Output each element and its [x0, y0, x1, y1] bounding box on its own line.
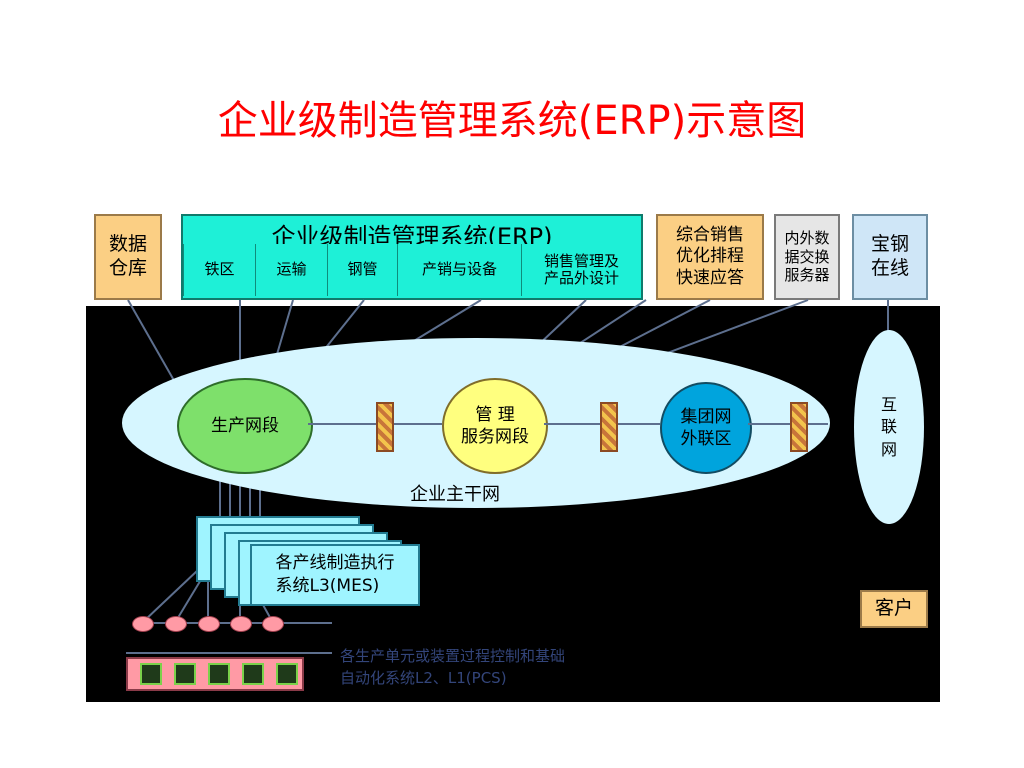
data-warehouse-box: 数据 仓库	[94, 214, 162, 300]
erp-item-steel-pipe: 钢管	[327, 244, 397, 296]
customer-box: 客户	[860, 590, 928, 628]
baosteel-online-box: 宝钢 在线	[852, 214, 928, 300]
erp-item-iron-zone: 铁区	[183, 244, 255, 296]
page-title: 企业级制造管理系统(ERP)示意图	[217, 98, 807, 144]
erp-item-production-equipment: 产销与设备	[397, 244, 521, 296]
exchange-server-box: 内外数 据交换 服务器	[774, 214, 840, 300]
network-node-icon	[198, 616, 220, 632]
management-segment-node: 管 理 服务网段	[442, 378, 548, 474]
erp-item-transport: 运输	[255, 244, 327, 296]
firewall-icon	[600, 402, 618, 452]
plc-icon	[174, 663, 196, 685]
group-extranet-node: 集团网 外联区	[660, 382, 752, 474]
network-node-icon	[132, 616, 154, 632]
erp-diagram: 数据 仓库 企业级制造管理系统(ERP) 铁区 运输 钢管 产销与设备 销售管理…	[86, 198, 940, 702]
erp-item-sales-design: 销售管理及 产品外设计	[521, 244, 641, 296]
pcs-label: 各生产单元或装置过程控制和基础 自动化系统L2、L1(PCS)	[340, 647, 566, 687]
internet-label: 互 联 网	[880, 395, 897, 459]
firewall-icon	[790, 402, 808, 452]
plc-icon	[140, 663, 162, 685]
backbone-links	[308, 423, 828, 425]
mes-box: 各产线制造执行 系统L3(MES)	[250, 544, 420, 606]
firewall-icon	[376, 402, 394, 452]
sales-optimization-box: 综合销售 优化排程 快速应答	[656, 214, 764, 300]
plc-icon	[242, 663, 264, 685]
network-node-icon	[230, 616, 252, 632]
network-node-icon	[262, 616, 284, 632]
plc-icon	[208, 663, 230, 685]
network-node-icon	[165, 616, 187, 632]
production-segment-node: 生产网段	[177, 378, 313, 474]
plc-icon	[276, 663, 298, 685]
internet-cloud	[854, 330, 924, 524]
backbone-label: 企业主干网	[410, 484, 500, 505]
